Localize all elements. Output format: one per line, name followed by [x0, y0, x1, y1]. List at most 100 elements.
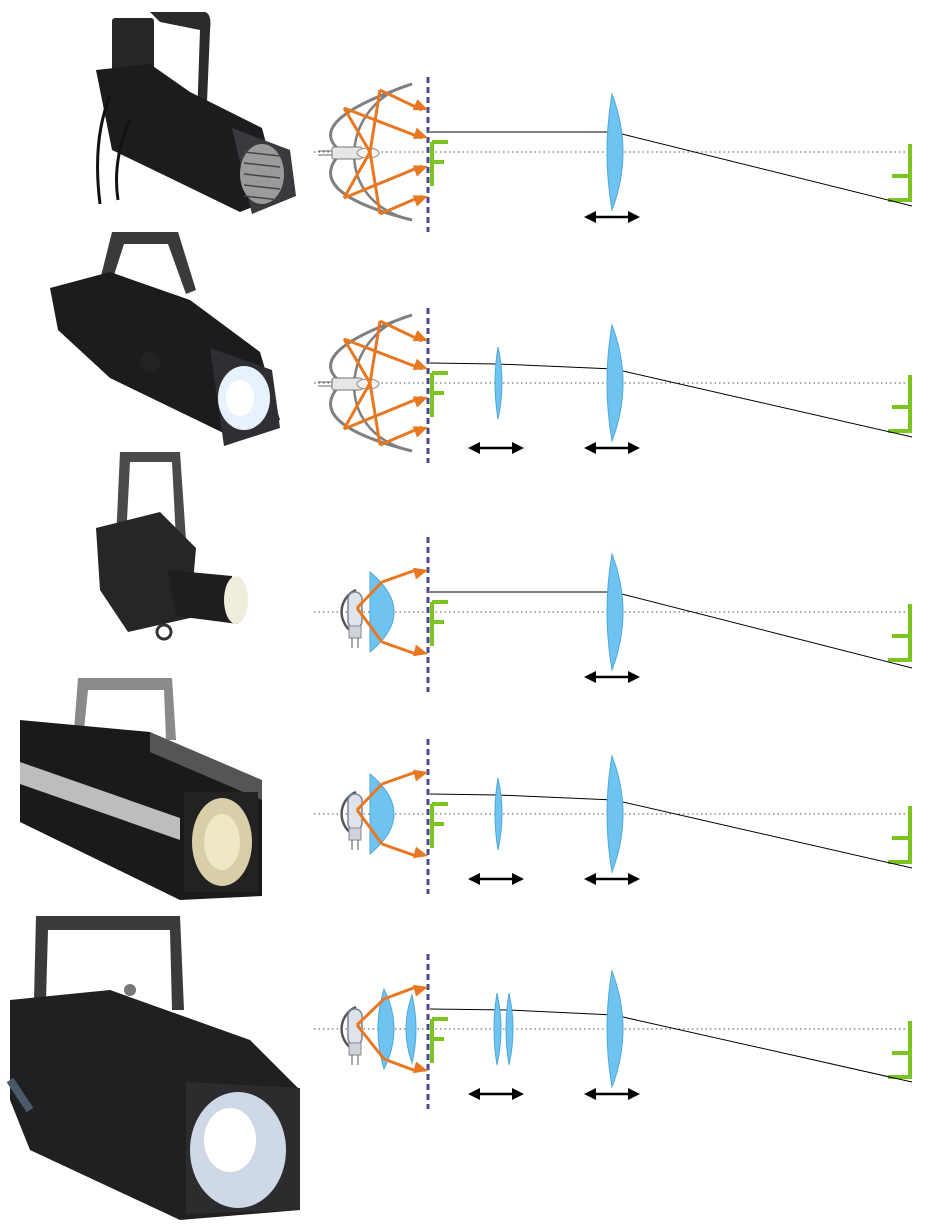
objective-lens-icon	[606, 969, 624, 1089]
double-arrow-head	[628, 873, 640, 885]
ellipsoidal-spotlight-photo	[20, 678, 262, 900]
double-arrow-head	[628, 211, 640, 223]
double-arrow-head	[512, 873, 524, 885]
ellipsoidal-spotlight-photo	[50, 232, 280, 446]
light-ray	[368, 382, 382, 446]
lens-front	[240, 144, 284, 204]
ray-arrowhead	[412, 644, 428, 657]
lamp-glow	[204, 1108, 256, 1172]
row-3-optics	[314, 537, 913, 692]
yoke	[74, 678, 176, 740]
ellipsoidal-spotlight-photo	[96, 12, 296, 214]
light-ray	[355, 997, 386, 1027]
yoke	[34, 916, 184, 1010]
objective-lens-icon	[606, 323, 624, 443]
lamp-base	[348, 1042, 362, 1056]
beam-ray	[430, 131, 913, 207]
power-cable	[96, 95, 132, 205]
double-arrow-head	[512, 442, 524, 454]
condenser-lens-icon	[405, 993, 417, 1065]
ray-arrowhead	[412, 426, 428, 438]
zoom-lens-icon	[505, 992, 514, 1066]
handle	[6, 1077, 34, 1113]
objective-lens-icon	[606, 754, 624, 874]
zoom-lens-icon	[494, 777, 503, 851]
double-arrow-head	[628, 1088, 640, 1100]
light-ray	[342, 382, 372, 430]
light-ray	[343, 164, 423, 200]
objective-lens-icon	[606, 552, 624, 672]
gobo-icon	[430, 140, 448, 186]
double-arrow-head	[468, 442, 480, 454]
projected-gobo-icon	[888, 375, 912, 433]
double-arrow-head	[584, 671, 596, 683]
gobo-icon	[430, 371, 448, 417]
lens-front	[224, 576, 248, 624]
projected-gobo-icon	[888, 1021, 912, 1079]
light-ray	[381, 842, 417, 858]
beam-ray	[430, 591, 913, 669]
double-arrow-head	[584, 1088, 596, 1100]
light-ray	[368, 151, 382, 215]
row-5-optics	[314, 954, 913, 1109]
ray-arrowhead	[412, 195, 428, 207]
light-ray	[381, 568, 417, 584]
light-ray	[383, 985, 417, 1001]
safety-ring	[155, 623, 173, 641]
gel-frame-wire	[243, 173, 281, 179]
light-ray	[355, 782, 384, 812]
light-ray	[381, 770, 417, 786]
ray-arrowhead	[412, 567, 428, 580]
gobo-icon	[430, 600, 448, 646]
row-2-optics	[314, 308, 913, 463]
light-ray	[355, 1024, 386, 1060]
ray-arrowhead	[412, 769, 428, 782]
fixture-top	[150, 732, 262, 800]
light-ray	[355, 809, 384, 845]
double-arrow-head	[468, 873, 480, 885]
light-ray	[343, 106, 423, 140]
projected-gobo-icon	[888, 604, 912, 662]
double-arrow-head	[584, 442, 596, 454]
light-ray	[381, 640, 417, 656]
ray-arrowhead	[412, 127, 428, 139]
beam-ray	[429, 362, 913, 438]
ellipsoidal-spotlight-photo	[96, 452, 248, 641]
light-ray	[342, 338, 372, 384]
row-1-optics	[314, 77, 913, 232]
light-ray	[342, 107, 372, 153]
ray-arrowhead	[412, 1061, 428, 1074]
gel-frame-wire	[243, 162, 281, 168]
condenser-lens-icon	[377, 987, 395, 1071]
light-ray	[355, 607, 384, 643]
tilt-lock-knob	[124, 984, 136, 996]
zoom-lens-icon	[494, 346, 503, 420]
fixture-trim	[20, 762, 180, 840]
gobo-icon	[430, 1017, 448, 1063]
lamp-base	[348, 625, 362, 639]
double-arrow-head	[512, 1088, 524, 1100]
fixture-body	[96, 512, 196, 632]
beam-ray	[429, 1008, 913, 1083]
light-ray	[343, 395, 423, 431]
lens-tube	[168, 570, 238, 624]
ellipsoidal-spotlight-photo	[6, 916, 300, 1220]
row-4-optics	[314, 739, 913, 894]
ray-arrowhead	[412, 396, 428, 408]
gel-frame-wire	[243, 184, 281, 190]
gel-frame-wire	[243, 151, 281, 157]
ray-arrowhead	[412, 846, 428, 859]
fixture-barrel	[96, 64, 280, 212]
lamp-glow	[204, 814, 240, 870]
double-arrow-head	[628, 442, 640, 454]
gel-frame-wire	[243, 195, 281, 201]
light-ray	[355, 580, 384, 610]
ray-arrowhead	[412, 358, 428, 370]
double-arrow-head	[628, 671, 640, 683]
zoom-lens-icon	[493, 992, 502, 1066]
double-arrow-head	[468, 1088, 480, 1100]
ray-arrowhead	[412, 165, 428, 177]
